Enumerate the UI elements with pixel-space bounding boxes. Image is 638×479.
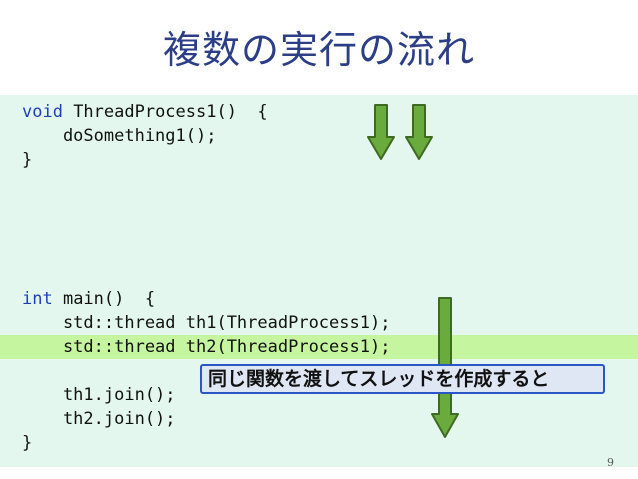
code-line-3: } [22,150,33,170]
code-text: ThreadProcess1() { [62,102,268,122]
slide-title: 複数の実行の流れ [162,28,475,72]
code-line-7: th1.join(); [22,385,176,405]
code-line-5: std::thread th1(ThreadProcess1); [22,313,391,333]
code-line-6: std::thread th2(ThreadProcess1); [22,337,391,357]
page-number: 9 [607,456,614,469]
down-arrow-icon [367,104,395,160]
code-line-2: doSomething1(); [22,126,217,146]
code-line-8: th2.join(); [22,409,176,429]
code-keyword: int [22,289,53,309]
code-line-9: } [22,433,33,453]
code-line-1: void ThreadProcess1() { [22,100,268,124]
annotation-callout: 同じ関数を渡してスレッドを作成すると [200,364,605,394]
code-block [0,95,638,467]
highlighted-line [0,335,638,359]
down-arrow-icon [405,104,433,160]
code-keyword: void [22,102,63,122]
code-text: main() { [52,289,156,309]
code-line-4: int main() { [22,287,155,311]
